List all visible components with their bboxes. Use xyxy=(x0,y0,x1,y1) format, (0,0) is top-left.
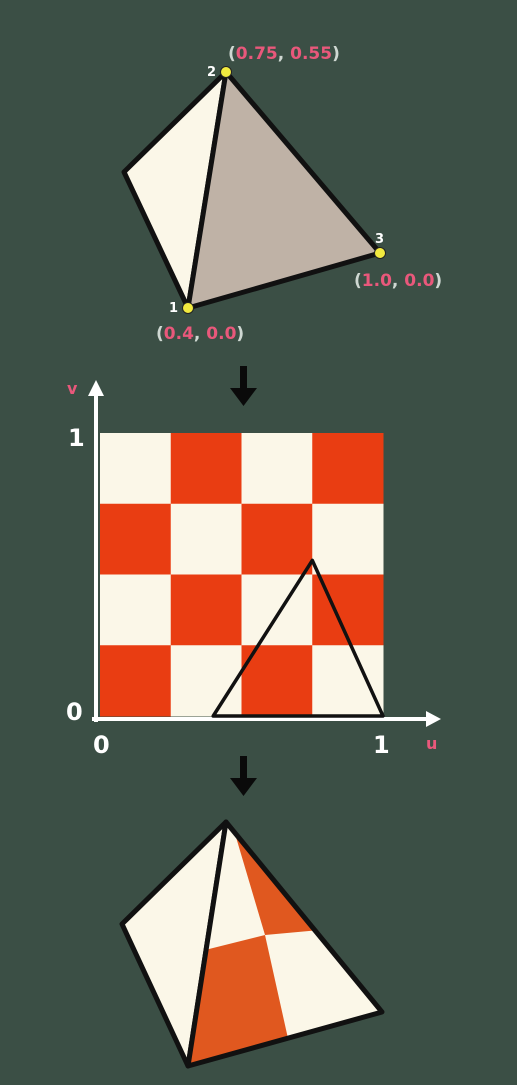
v-axis-label: v xyxy=(67,379,78,398)
checker-cell xyxy=(241,433,313,505)
vertex-number-1: 1 xyxy=(169,301,178,316)
checker-cell xyxy=(170,574,242,646)
pyramid-front-face xyxy=(185,69,383,311)
down-arrow-icon xyxy=(230,366,257,406)
checker-cell xyxy=(100,574,172,646)
down-arrow-icon xyxy=(230,756,257,796)
checkerboard-texture xyxy=(100,433,384,717)
u-axis-label: u xyxy=(426,734,437,753)
checker-cell xyxy=(100,433,172,505)
checker-cell xyxy=(100,645,172,717)
vertex-coord-1: (0.4, 0.0) xyxy=(156,324,244,344)
checker-cell xyxy=(241,645,313,717)
uv-triangle-outline xyxy=(211,558,385,718)
checker-cell xyxy=(241,503,313,575)
u-tick-label-0: 0 xyxy=(93,731,110,759)
textured-front-face-outline xyxy=(185,819,385,1069)
vertex-number-3: 3 xyxy=(375,232,384,247)
mapped-red-region-bottom xyxy=(188,935,295,1066)
u-axis-arrowhead xyxy=(426,711,441,727)
vertex-dot-1 xyxy=(182,302,194,314)
u-tick-label-1: 1 xyxy=(373,731,390,759)
checker-cell xyxy=(312,503,384,575)
textured-pyramid xyxy=(119,819,385,1069)
vertex-coord-2: (0.75, 0.55) xyxy=(228,44,340,64)
checker-cell xyxy=(312,645,384,717)
vertex-number-2: 2 xyxy=(207,65,216,80)
top-pyramid: 2 3 1 (0.75, 0.55) (1.0, 0.0) (0.4, 0.0) xyxy=(121,44,442,344)
v-axis-arrowhead xyxy=(88,380,104,396)
checker-cell xyxy=(100,503,172,575)
checker-cell xyxy=(170,645,242,717)
vertex-dot-3 xyxy=(374,247,386,259)
vertex-dot-2 xyxy=(220,66,232,78)
v-tick-label-1: 1 xyxy=(68,424,85,452)
checker-cell xyxy=(241,574,313,646)
vertex-coord-3: (1.0, 0.0) xyxy=(354,271,442,291)
v-tick-label-0: 0 xyxy=(66,698,83,726)
checker-cell xyxy=(170,503,242,575)
checker-cell xyxy=(170,433,242,505)
uv-map: v u 1 0 0 1 xyxy=(66,379,441,759)
checker-cell xyxy=(312,433,384,505)
